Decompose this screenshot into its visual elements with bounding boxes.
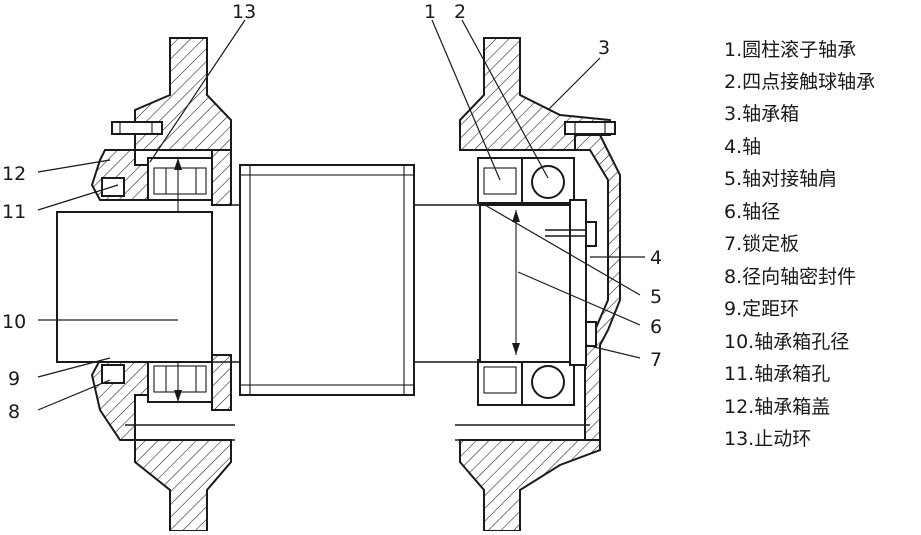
leader-13 [149, 19, 246, 163]
right-housing-wall-bottom [459, 439, 601, 532]
legend-item-8: 8.径向轴密封件 [724, 266, 856, 288]
legend-item-3: 3.轴承箱 [724, 103, 799, 125]
leader-6 [517, 271, 641, 326]
center-coupling [239, 164, 480, 396]
leader-7 [585, 344, 641, 359]
legend-item-6: 6.轴径 [724, 201, 780, 223]
legend-item-11: 11.轴承箱孔 [724, 363, 830, 385]
callout-10: 10 [2, 311, 26, 333]
callout-8: 8 [8, 401, 20, 423]
leader-11 [37, 184, 119, 211]
left-shaft-stub [56, 211, 213, 363]
right-bearing-unit [455, 37, 621, 532]
callout-4: 4 [650, 247, 662, 269]
legend: 1.圆柱滚子轴承 2.四点接触球轴承 3.轴承箱 4.轴 5.轴对接轴肩 6.轴… [724, 39, 875, 450]
legend-item-13: 13.止动环 [724, 428, 811, 450]
leader-5 [484, 204, 641, 296]
callout-3: 3 [598, 37, 610, 59]
right-shaft-journal [479, 204, 581, 363]
left-spacer-ring-top [211, 149, 232, 206]
callout-12: 12 [2, 163, 26, 185]
left-bearing-unit [90, 37, 235, 532]
right-roller-bearing-top [477, 157, 523, 204]
left-housing-wall-bottom [134, 439, 232, 532]
legend-item-10: 10.轴承箱孔径 [724, 331, 849, 353]
leader-lines [37, 19, 645, 411]
callout-5: 5 [650, 286, 662, 308]
leader-9 [37, 357, 111, 378]
right-top-bolt [564, 121, 616, 135]
leader-8 [37, 379, 111, 411]
right-ball-top [531, 165, 565, 199]
legend-item-5: 5.轴对接轴肩 [724, 168, 837, 190]
legend-item-12: 12.轴承箱盖 [724, 396, 830, 418]
left-lower-seal [101, 364, 125, 384]
legend-item-1: 1.圆柱滚子轴承 [724, 39, 856, 61]
leader-2 [461, 19, 549, 179]
leader-3 [547, 57, 601, 111]
callout-numbers: 13 1 2 3 12 11 10 9 8 4 5 6 7 [2, 1, 662, 423]
left-spacer-ring-bottom [211, 354, 232, 411]
legend-item-4: 4.轴 [724, 136, 761, 158]
callout-2: 2 [454, 1, 466, 23]
callout-13: 13 [232, 1, 256, 23]
legend-item-7: 7.锁定板 [724, 233, 799, 255]
callout-9: 9 [8, 368, 20, 390]
callout-1: 1 [424, 1, 436, 23]
leader-1 [431, 19, 501, 181]
locking-plate [569, 199, 587, 366]
left-top-bolt [111, 121, 163, 135]
callout-7: 7 [650, 349, 662, 371]
callout-6: 6 [650, 316, 662, 338]
legend-item-2: 2.四点接触球轴承 [724, 71, 875, 93]
legend-item-9: 9.定距环 [724, 298, 799, 320]
right-ball-bottom [531, 365, 565, 399]
leader-12 [37, 159, 111, 173]
callout-11: 11 [2, 201, 26, 223]
